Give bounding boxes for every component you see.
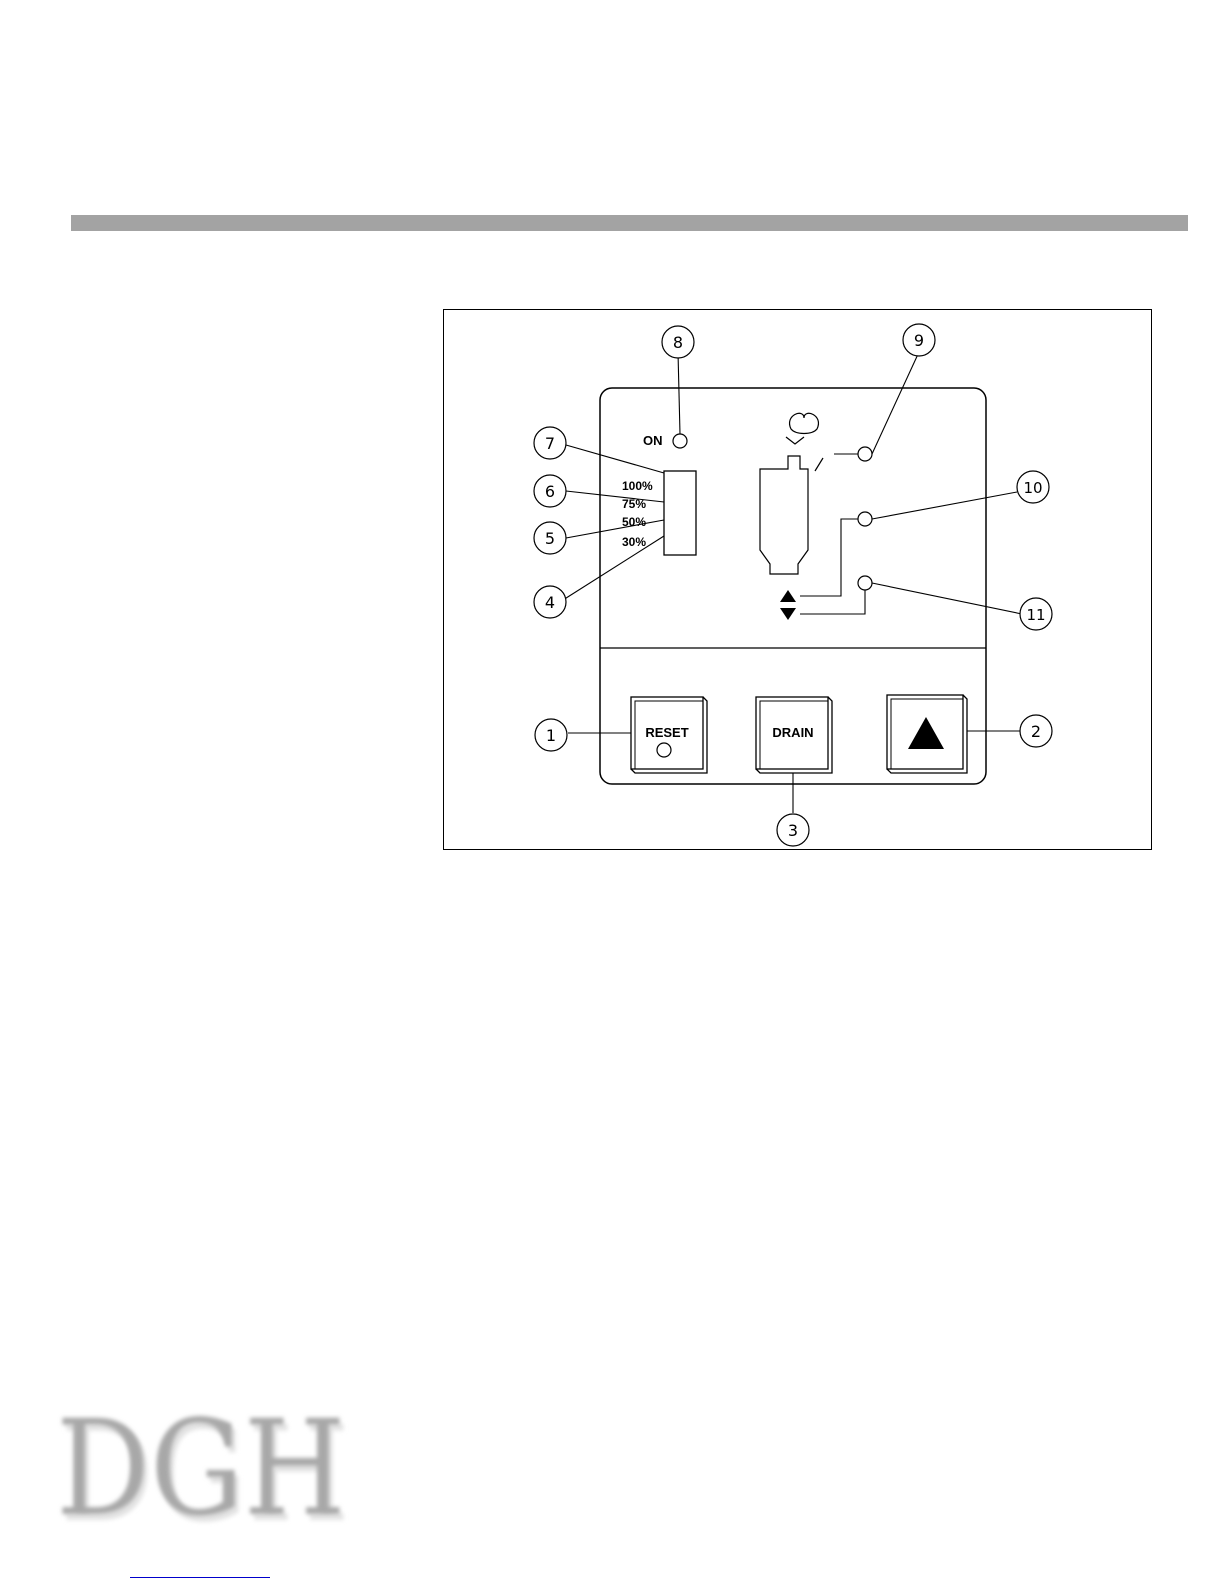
callout-11: 11 (1026, 606, 1045, 624)
callout-6: 6 (545, 482, 555, 501)
callout-10: 10 (1023, 479, 1042, 497)
tank-indicator-light (858, 447, 872, 461)
down-arrow-icon (780, 608, 796, 620)
callout-3: 3 (788, 821, 798, 840)
fill-indicator-light (858, 512, 872, 526)
drain-indicator-light (858, 576, 872, 590)
reset-button-label: RESET (645, 725, 688, 740)
footer-link-underline[interactable] (130, 1577, 270, 1578)
callout-9: 9 (914, 331, 924, 350)
down-arrow-connector (800, 590, 865, 614)
callout-4: 4 (545, 593, 555, 612)
tank-switch-line (815, 458, 823, 471)
level-label-30: 30% (622, 535, 646, 549)
reset-button[interactable]: RESET (631, 697, 707, 773)
up-arrow-connector (800, 519, 858, 596)
on-indicator-light (673, 434, 687, 448)
drain-button-label: DRAIN (772, 725, 813, 740)
callout-1: 1 (546, 726, 556, 745)
on-label: ON (643, 433, 663, 448)
up-arrow-icon (780, 590, 796, 602)
callout-8: 8 (673, 333, 683, 352)
level-gauge (664, 471, 696, 555)
callout-5: 5 (545, 529, 555, 548)
callout-2: 2 (1031, 722, 1041, 741)
callout-7: 7 (545, 434, 555, 453)
level-label-100: 100% (622, 479, 653, 493)
logo-text: DGH (56, 1392, 346, 1546)
cotton-icon (786, 413, 818, 444)
fill-button[interactable] (887, 695, 967, 773)
tank-icon (760, 456, 808, 574)
drain-button[interactable]: DRAIN (756, 697, 832, 773)
dgh-logo: DGH DGH (56, 1392, 350, 1552)
